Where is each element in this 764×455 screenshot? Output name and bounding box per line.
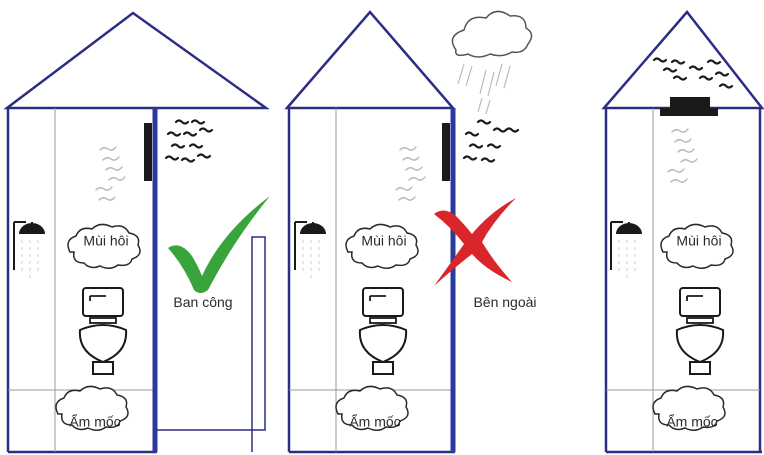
mold-label: Ẩm mốc xyxy=(666,413,717,430)
wall-exhaust-fan-icon xyxy=(442,123,450,181)
mold-cloud: Ẩm mốc xyxy=(55,385,129,431)
toilet-icon xyxy=(675,287,725,375)
steam-icon xyxy=(395,146,426,201)
balcony-area xyxy=(157,236,266,452)
smell-cloud: Mùi hôi xyxy=(660,223,734,269)
outside-label: Bên ngoài xyxy=(473,294,536,310)
house-outline xyxy=(284,10,456,454)
panel-2-outside-vent: Mùi hôi Ẩm mốc Bên ngoài xyxy=(284,10,537,454)
rain-cloud-icon xyxy=(451,10,533,115)
smell-squiggles-icon xyxy=(164,119,214,163)
check-mark-icon xyxy=(168,196,270,293)
steam-icon xyxy=(667,128,698,183)
smell-squiggles-icon xyxy=(462,119,520,163)
mold-label: Ẩm mốc xyxy=(349,413,400,430)
toilet-icon xyxy=(78,287,128,375)
wall-exhaust-fan-icon xyxy=(144,123,152,181)
mold-cloud: Ẩm mốc xyxy=(335,385,409,431)
mold-label: Ẩm mốc xyxy=(69,413,120,430)
smell-squiggles-icon xyxy=(652,57,734,89)
panel-1-balcony-vent: Mùi hôi Ẩm mốc Ban công xyxy=(3,11,270,454)
outside-label: Ban công xyxy=(173,294,232,310)
smell-label: Mùi hôi xyxy=(361,233,406,249)
shower-icon xyxy=(294,221,326,280)
smell-cloud: Mùi hôi xyxy=(345,223,419,269)
steam-icon xyxy=(95,146,126,201)
mold-cloud: Ẩm mốc xyxy=(652,385,726,431)
smell-label: Mùi hôi xyxy=(676,233,721,249)
panel-3-roof-vent: Mùi hôi Ẩm mốc xyxy=(601,10,764,454)
cross-mark-icon xyxy=(434,198,516,286)
toilet-icon xyxy=(358,287,408,375)
house-outline xyxy=(3,11,270,454)
smell-cloud: Mùi hôi xyxy=(67,223,141,269)
roof-exhaust-fan-icon xyxy=(660,97,718,116)
smell-label: Mùi hôi xyxy=(83,233,128,249)
shower-icon xyxy=(13,221,45,280)
shower-icon xyxy=(610,221,642,280)
